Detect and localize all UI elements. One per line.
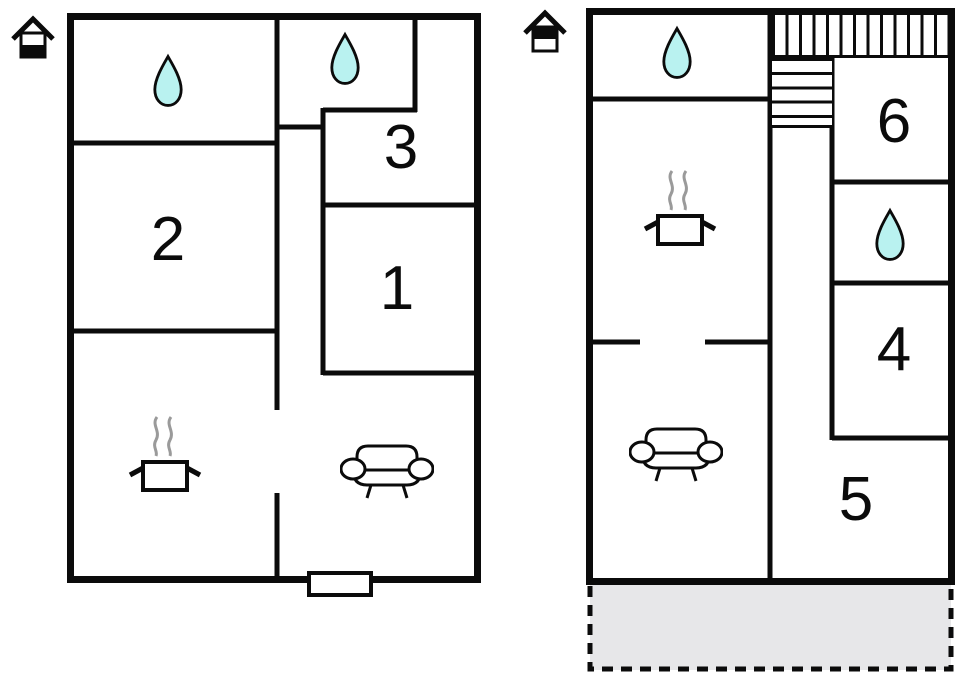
terrace-area: [590, 584, 951, 670]
room-label-3: 3: [383, 113, 419, 182]
water-drop-icon: [330, 31, 360, 85]
entrance-door-marker: [307, 571, 373, 597]
water-drop-icon: [875, 207, 905, 261]
room-label-6: 6: [876, 87, 912, 156]
stairs-lower-run-icon: [772, 58, 832, 128]
room-label-1: 1: [379, 254, 415, 323]
cooking-pot-icon: [128, 416, 202, 492]
left-plan-outer-wall: [67, 13, 481, 583]
cooking-pot-icon: [643, 170, 717, 246]
ground-floor-house-icon: [11, 15, 55, 59]
upper-floor-house-icon: [523, 9, 567, 53]
room-label-5: 5: [838, 465, 874, 534]
stairs-upper-run-icon: [772, 15, 948, 58]
terrace-dashed-border: [587, 586, 954, 672]
room-label-2: 2: [150, 205, 186, 274]
sofa-icon: [629, 427, 723, 482]
water-drop-icon: [662, 25, 692, 79]
water-drop-icon: [153, 53, 183, 107]
sofa-icon: [340, 444, 434, 499]
room-label-4: 4: [876, 315, 912, 384]
